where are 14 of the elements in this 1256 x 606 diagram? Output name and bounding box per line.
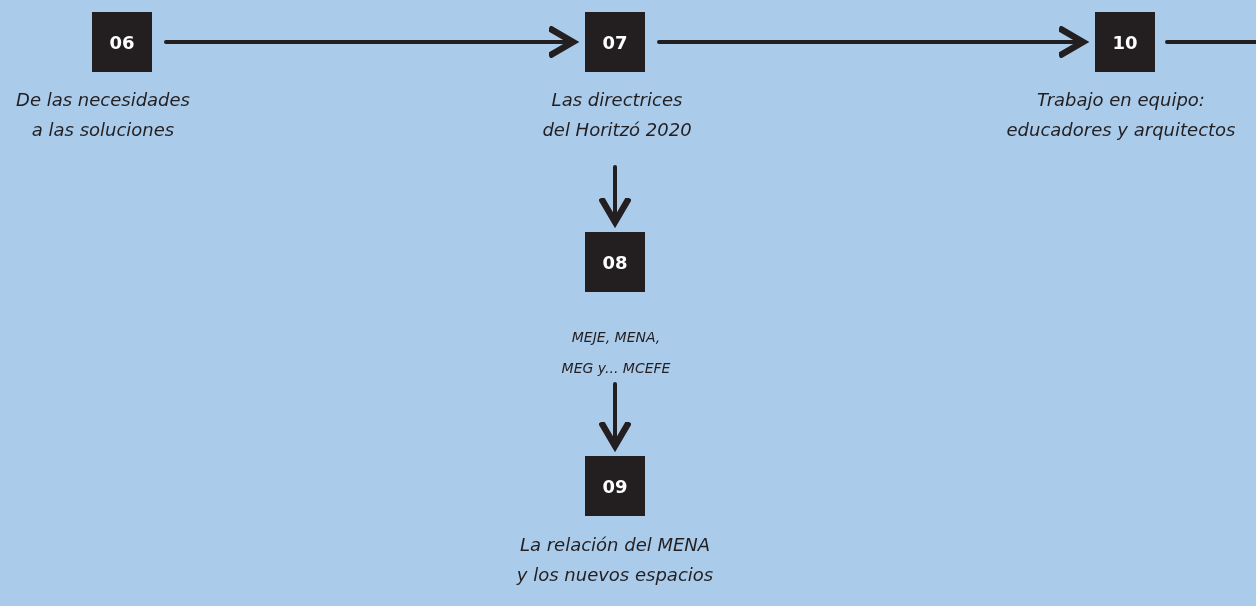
arrow xyxy=(597,382,633,450)
arrow xyxy=(657,24,1087,60)
number-box: 07 xyxy=(585,12,645,72)
node-label: La relación del MENA y los nuevos espacios xyxy=(515,533,715,587)
node-label: Trabajo en equipo: educadores y arquitectos xyxy=(1005,88,1237,142)
node-label: Las directrices del Horitzó 2020 xyxy=(541,88,693,142)
number-box: 06 xyxy=(92,12,152,72)
number-box: 08 xyxy=(585,232,645,292)
node-label: MEJE, MENA, MEG y... MCEFE xyxy=(560,328,672,378)
number-box: 09 xyxy=(585,456,645,516)
number-box: 10 xyxy=(1095,12,1155,72)
arrow xyxy=(597,165,633,226)
arrow xyxy=(164,24,577,60)
node-label: De las necesidades a las soluciones xyxy=(15,88,191,142)
